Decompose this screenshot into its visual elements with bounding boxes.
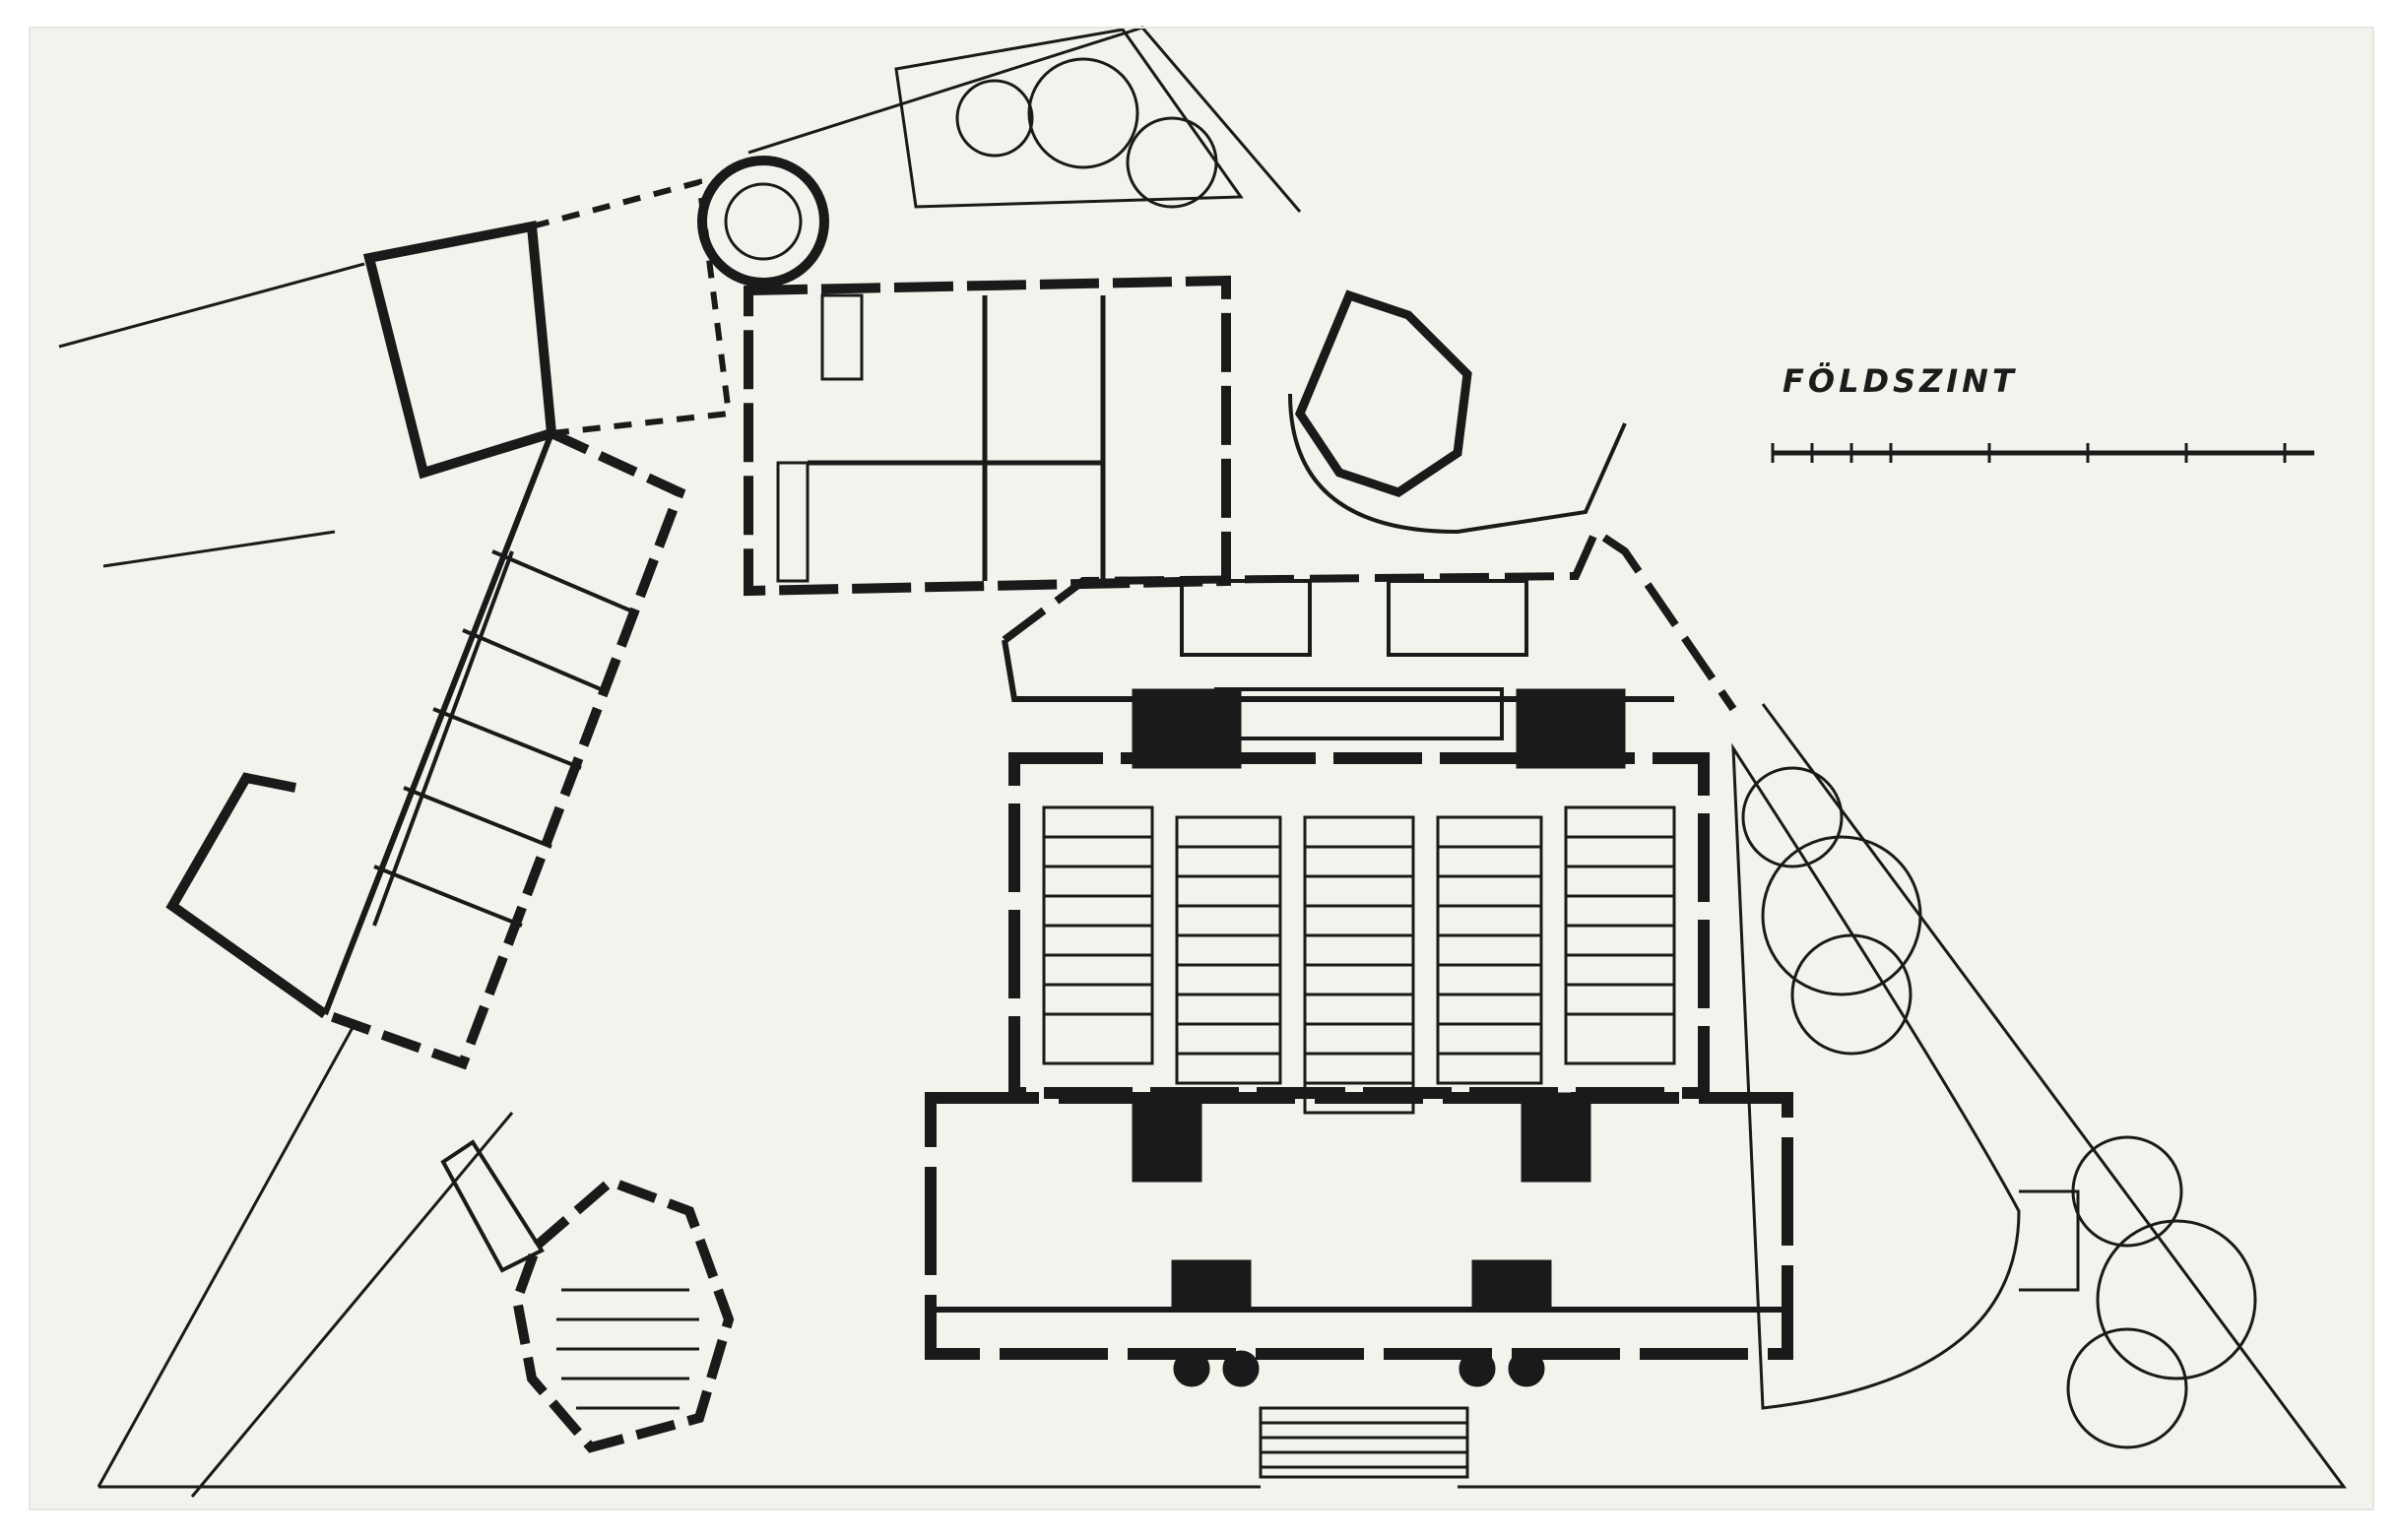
left-wing [165,178,733,1070]
foyer [925,1092,1793,1387]
connecting-corridor [1002,526,1737,712]
stair-tower [697,156,829,288]
plan-title: FÖLDSZINT [1783,362,2018,400]
auditorium-seating [1042,805,1676,1115]
entrance-steps [1259,1406,1469,1479]
main-auditorium [1008,687,1710,1099]
upper-garden [894,28,1244,209]
right-garden [1731,742,2257,1449]
scale-bar [1771,443,2314,463]
border-frame [29,27,2374,1510]
octagonal-pavilion [1288,289,1627,535]
small-lecture-hall [440,1139,735,1453]
